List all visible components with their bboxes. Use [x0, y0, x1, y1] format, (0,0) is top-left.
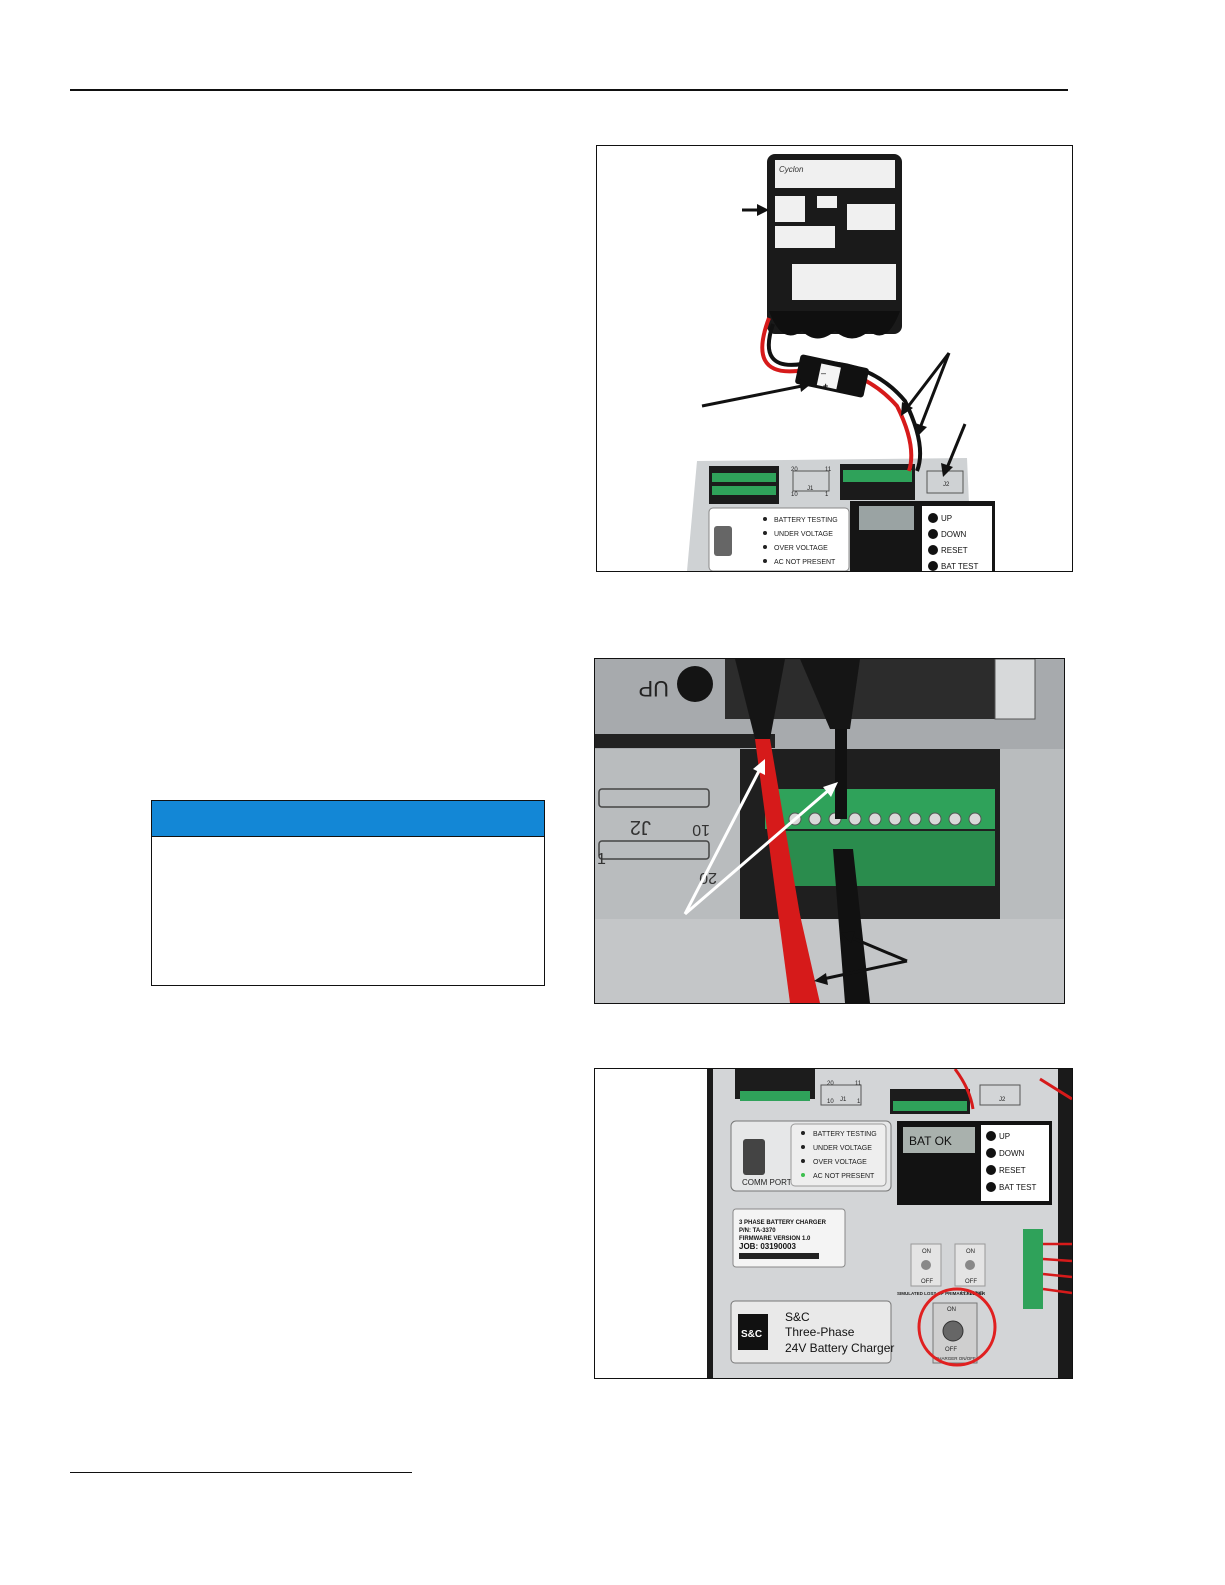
status-battery-testing: BATTERY TESTING [774, 517, 838, 524]
button-up-label: UP [999, 1132, 1010, 1141]
button-up-label: UP [941, 514, 952, 523]
j2-label-inverted: J2 [630, 816, 651, 838]
black-callout-arrows [814, 931, 908, 985]
switch1-on-label: ON [922, 1249, 931, 1255]
battery-pack: Cyclon [767, 154, 902, 339]
charger-caption: CHARGER ON/OFF [935, 1356, 976, 1361]
white-callout-arrows [683, 759, 838, 916]
footer-rule [70, 1472, 412, 1473]
highlight-circle [917, 1287, 997, 1367]
battery-wiring: – + [760, 317, 923, 472]
pin-10-inverted: 10 [692, 821, 710, 838]
status-led-list: BATTERY TESTING UNDER VOLTAGE OVER VOLTA… [801, 1131, 877, 1180]
j1-pin-hi2: 11 [825, 467, 832, 473]
status-over-voltage: OVER VOLTAGE [813, 1159, 867, 1166]
product-label-line4: JOB: 03190003 [739, 1242, 796, 1251]
status-over-voltage: OVER VOLTAGE [774, 545, 828, 552]
button-reset-label: RESET [941, 546, 968, 555]
j1-pin-hi: 20 [791, 467, 798, 473]
connector-negative-mark: – [821, 368, 826, 378]
figure-test-lead-connection: UP J2 10 1 20 [594, 658, 1065, 1004]
button-bat-test-label: BAT TEST [999, 1183, 1036, 1192]
button-reset-label: RESET [999, 1166, 1026, 1175]
j1-label: J1 [840, 1097, 847, 1103]
header-rule [70, 89, 1068, 91]
switch1-off-label: OFF [921, 1279, 933, 1285]
product-label-line1: 3 PHASE BATTERY CHARGER [739, 1220, 827, 1226]
battery-brand-label: Cyclon [779, 165, 804, 174]
comm-port-label: COMM PORT [742, 1178, 792, 1187]
pin-1-label: 1 [597, 851, 606, 868]
switch2-caption: LOCKING [961, 1291, 984, 1297]
charger-on-label: ON [947, 1307, 956, 1313]
brand-name: S&C [785, 1310, 810, 1324]
status-led-list: BATTERY TESTING UNDER VOLTAGE OVER VOLTA… [763, 517, 838, 566]
charger-off-label: OFF [945, 1347, 957, 1353]
right-wiring [953, 1069, 1072, 1309]
j1-pin-11: 11 [855, 1081, 862, 1087]
j2-label: J2 [943, 482, 950, 488]
connector-positive-mark: + [823, 381, 828, 391]
figure-charger-panel: 20 11 10 1 J1 J2 COMM PORT BATTERY TESTI… [594, 1068, 1073, 1379]
j1-pin-lo: 10 [791, 492, 798, 498]
panel-buttons: UP DOWN RESET BAT TEST [928, 513, 978, 571]
sc-logo-mark: S&C [741, 1329, 762, 1340]
product-label-line2: P/N: TA-3370 [739, 1228, 776, 1234]
j2-label: J2 [999, 1097, 1006, 1103]
charger-panel: 20 11 10 1 J1 J2 BATTERY TESTING UNDER V… [687, 458, 995, 571]
charger-panel-illustration: 20 11 10 1 J1 J2 COMM PORT BATTERY TESTI… [595, 1069, 1072, 1378]
status-under-voltage: UNDER VOLTAGE [813, 1145, 872, 1152]
battery-photo-illustration: 20 11 10 1 J1 J2 BATTERY TESTING UNDER V… [597, 146, 1072, 571]
pin-20-inverted: 20 [699, 869, 717, 886]
test-probes [735, 659, 870, 1003]
j1-pin-20: 20 [827, 1081, 834, 1087]
status-ac-not-present: AC NOT PRESENT [774, 559, 836, 566]
button-down-label: DOWN [941, 530, 967, 539]
j1-pin-1: 1 [857, 1099, 861, 1105]
product-line1: Three-Phase [785, 1325, 855, 1339]
note-callout-header [152, 801, 544, 837]
test-leads-photo-illustration: UP J2 10 1 20 [595, 659, 1064, 1003]
button-down-label: DOWN [999, 1149, 1025, 1158]
j1-pin-lo2: 1 [825, 492, 829, 498]
panel-buttons: UP DOWN RESET BAT TEST [986, 1131, 1036, 1192]
status-under-voltage: UNDER VOLTAGE [774, 531, 833, 538]
status-ac-not-present: AC NOT PRESENT [813, 1173, 875, 1180]
button-bat-test-label: BAT TEST [941, 562, 978, 571]
product-label-line3: FIRMWARE VERSION 1.0 [739, 1236, 811, 1242]
figure-battery-connection: 20 11 10 1 J1 J2 BATTERY TESTING UNDER V… [596, 145, 1073, 572]
product-line2: 24V Battery Charger [785, 1341, 894, 1355]
switch2-on-label: ON [966, 1249, 975, 1255]
switch2-off-label: OFF [965, 1279, 977, 1285]
status-battery-testing: BATTERY TESTING [813, 1131, 877, 1138]
j1-pin-10: 10 [827, 1099, 834, 1105]
note-callout-box [151, 800, 545, 986]
j1-label: J1 [807, 486, 814, 492]
up-label-inverted: UP [638, 676, 669, 701]
callout-arrows [701, 204, 967, 477]
lcd-display-text: BAT OK [909, 1134, 952, 1148]
